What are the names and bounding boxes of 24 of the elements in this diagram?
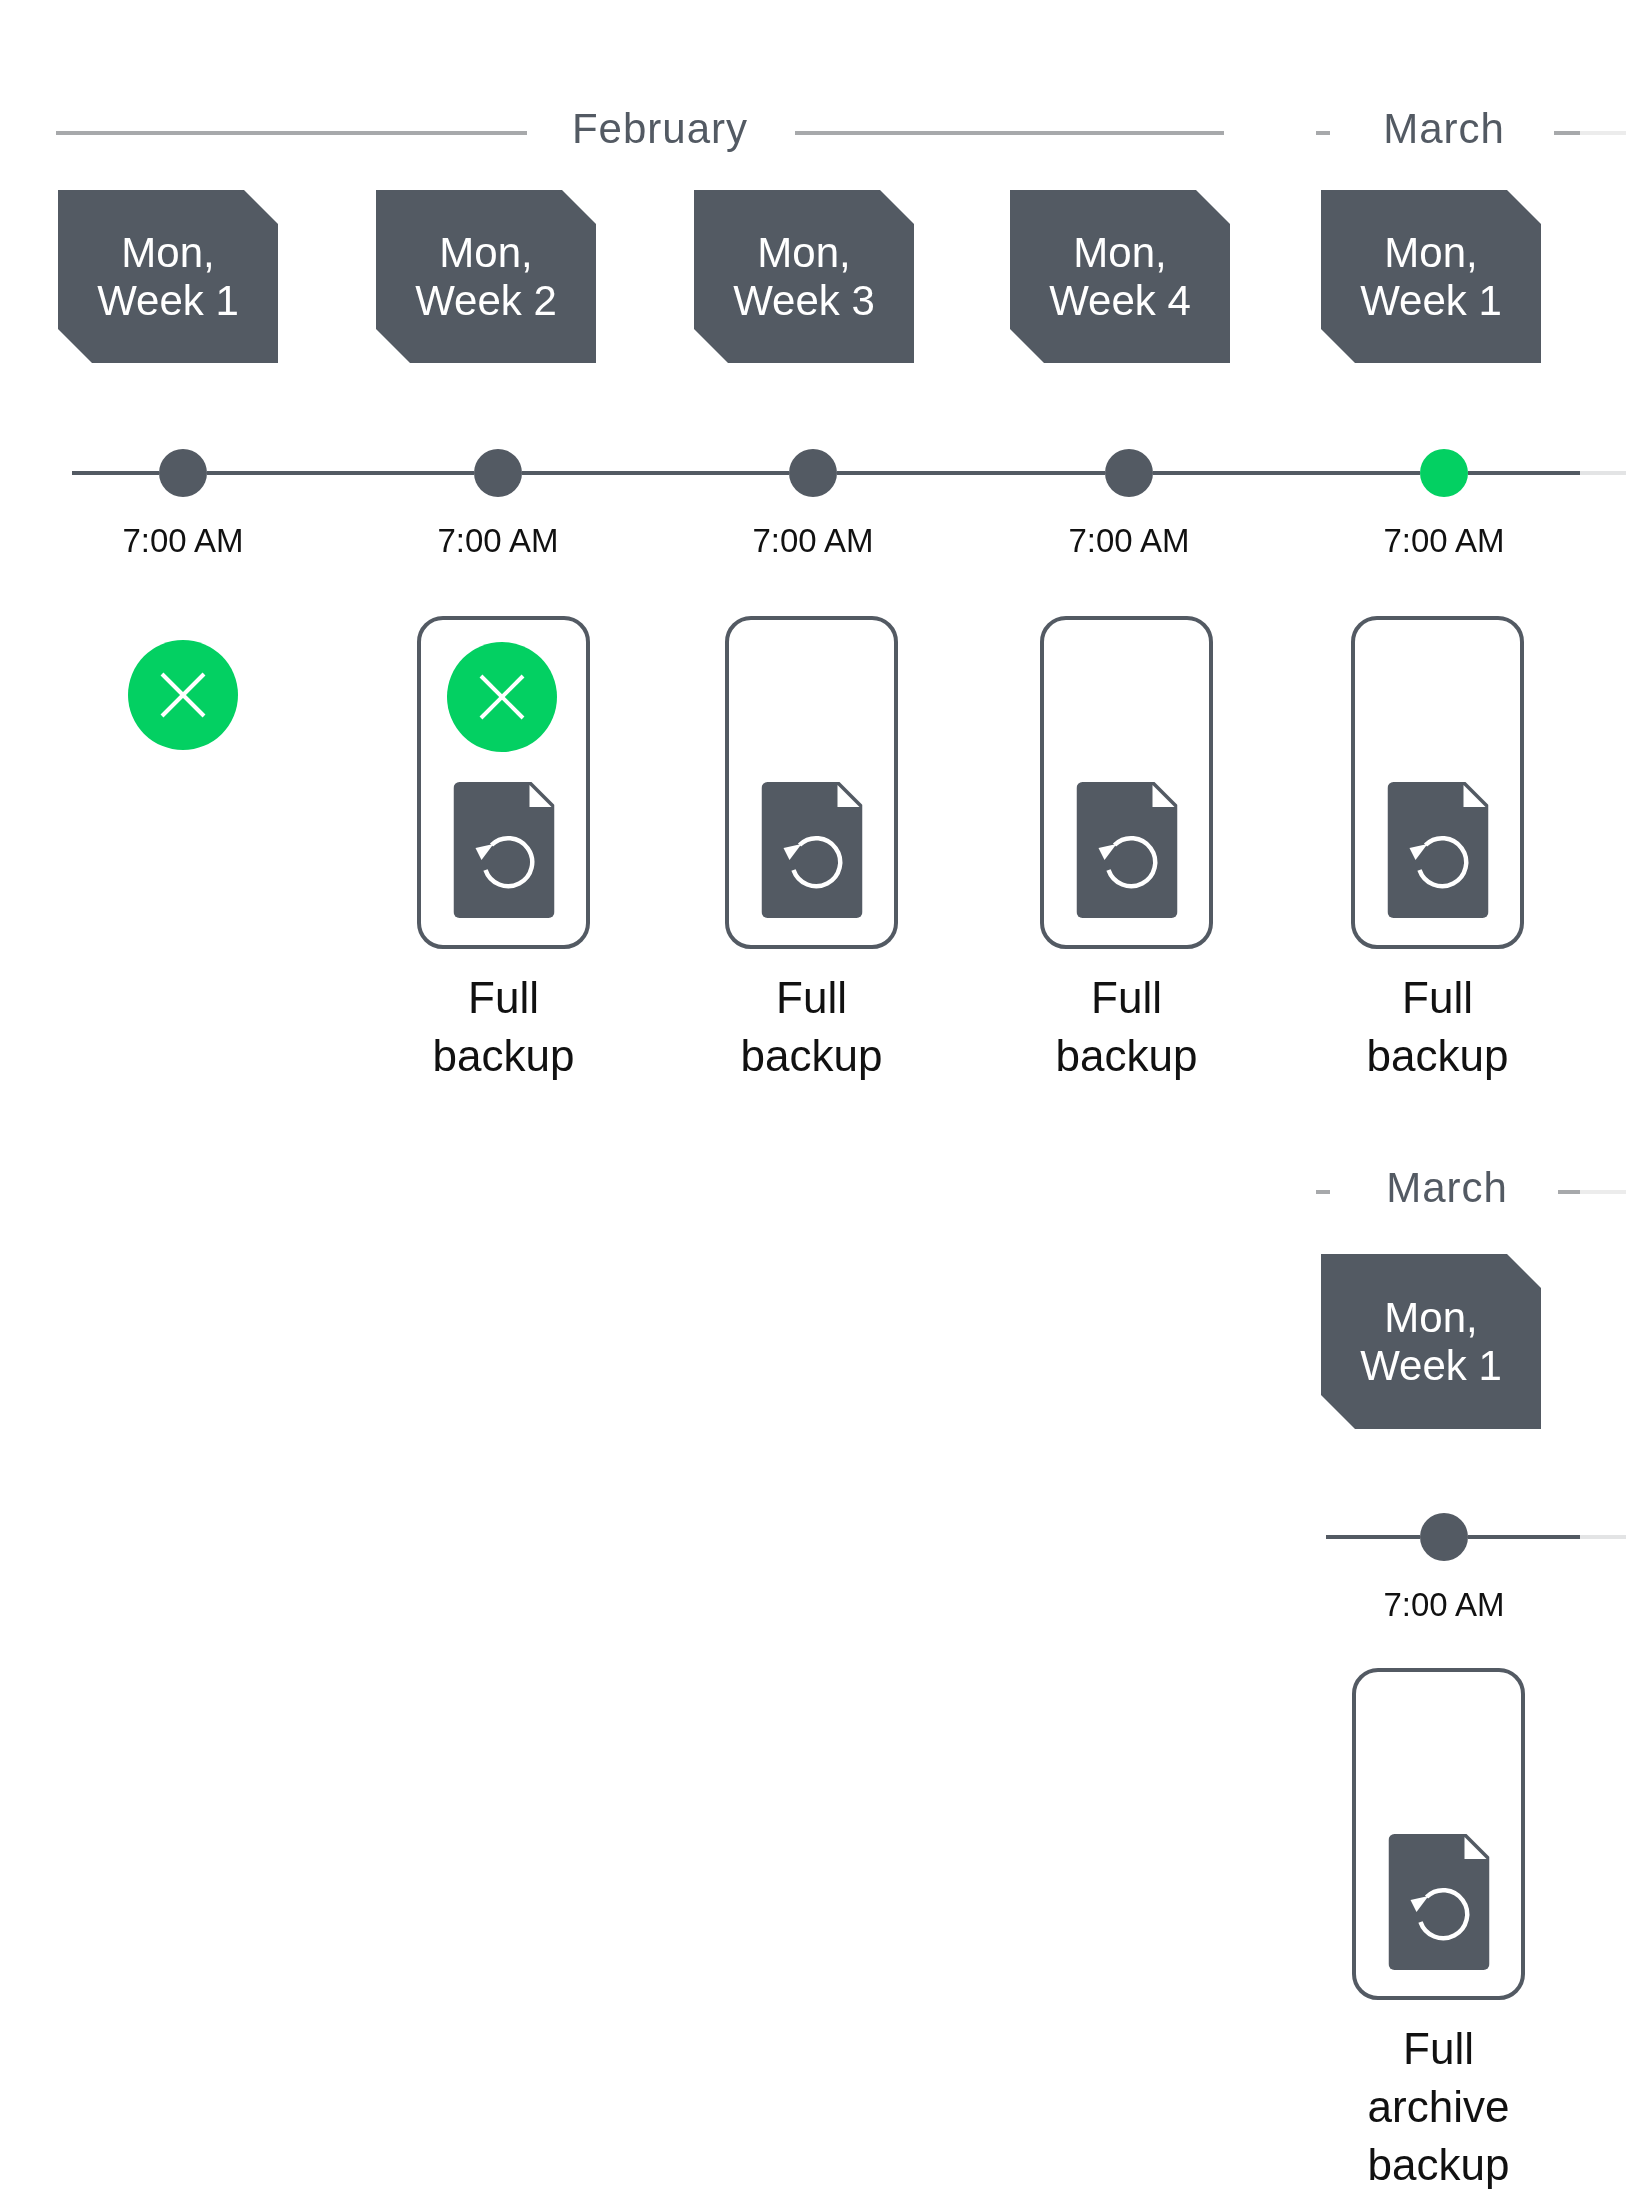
date-tag: Mon, Week 2 (376, 190, 596, 363)
time-label: 7:00 AM (122, 521, 244, 561)
timeline-line (522, 471, 789, 475)
backup-caption: Full backup (1054, 972, 1199, 1082)
date-tag: Mon, Week 3 (694, 190, 914, 363)
backup-caption: Full backup (431, 972, 576, 1082)
time-label: 7:00 AM (1383, 521, 1505, 561)
date-tag: Mon, Week 1 (1321, 1254, 1541, 1429)
time-label: 7:00 AM (437, 521, 559, 561)
time-label: 7:00 AM (1068, 521, 1190, 561)
time-label: 7:00 AM (752, 521, 874, 561)
backup-caption: Full backup (739, 972, 884, 1082)
backup-caption: Full archive backup (1366, 2023, 1511, 2191)
date-tag: Mon, Week 1 (1321, 190, 1541, 363)
timeline-line (207, 471, 474, 475)
month-label: March (1383, 104, 1505, 154)
timeline-line (1153, 471, 1420, 475)
date-tag: Mon, Week 1 (58, 190, 278, 363)
date-tag: Mon, Week 4 (1010, 190, 1230, 363)
timeline-line (837, 471, 1105, 475)
backup-caption: Full backup (1365, 972, 1510, 1082)
month-label: February (571, 104, 749, 154)
time-label: 7:00 AM (1383, 1585, 1505, 1625)
month-label: March (1386, 1163, 1508, 1213)
